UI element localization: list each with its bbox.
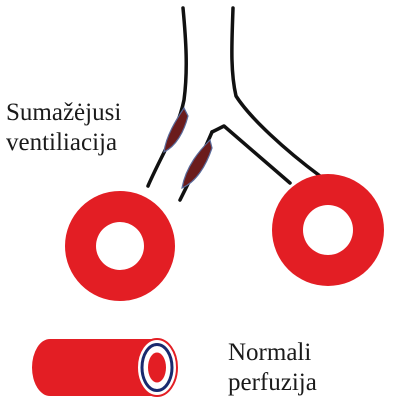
normal-perfusion-label-line2: perfuzija <box>228 368 317 398</box>
mucus-plug-lower <box>182 140 212 188</box>
mucus-plug-upper <box>164 108 188 152</box>
left-vessel-ring <box>65 191 175 301</box>
reduced-ventilation-label-line1: Sumažėjusi <box>6 98 121 128</box>
perfusion-legend-vessel <box>32 339 177 396</box>
normal-perfusion-label: Normali perfuzija <box>228 338 317 398</box>
trachea-left-wall <box>148 8 186 186</box>
airway-tree <box>148 8 320 200</box>
mucus-plugs <box>164 108 212 188</box>
reduced-ventilation-label: Sumažėjusi ventiliacija <box>6 98 121 158</box>
normal-perfusion-label-line1: Normali <box>228 338 317 368</box>
carina-inner-wall <box>212 126 290 183</box>
reduced-ventilation-label-line2: ventiliacija <box>6 128 121 158</box>
trachea-right-wall <box>232 8 320 176</box>
right-vessel-ring <box>272 174 384 286</box>
